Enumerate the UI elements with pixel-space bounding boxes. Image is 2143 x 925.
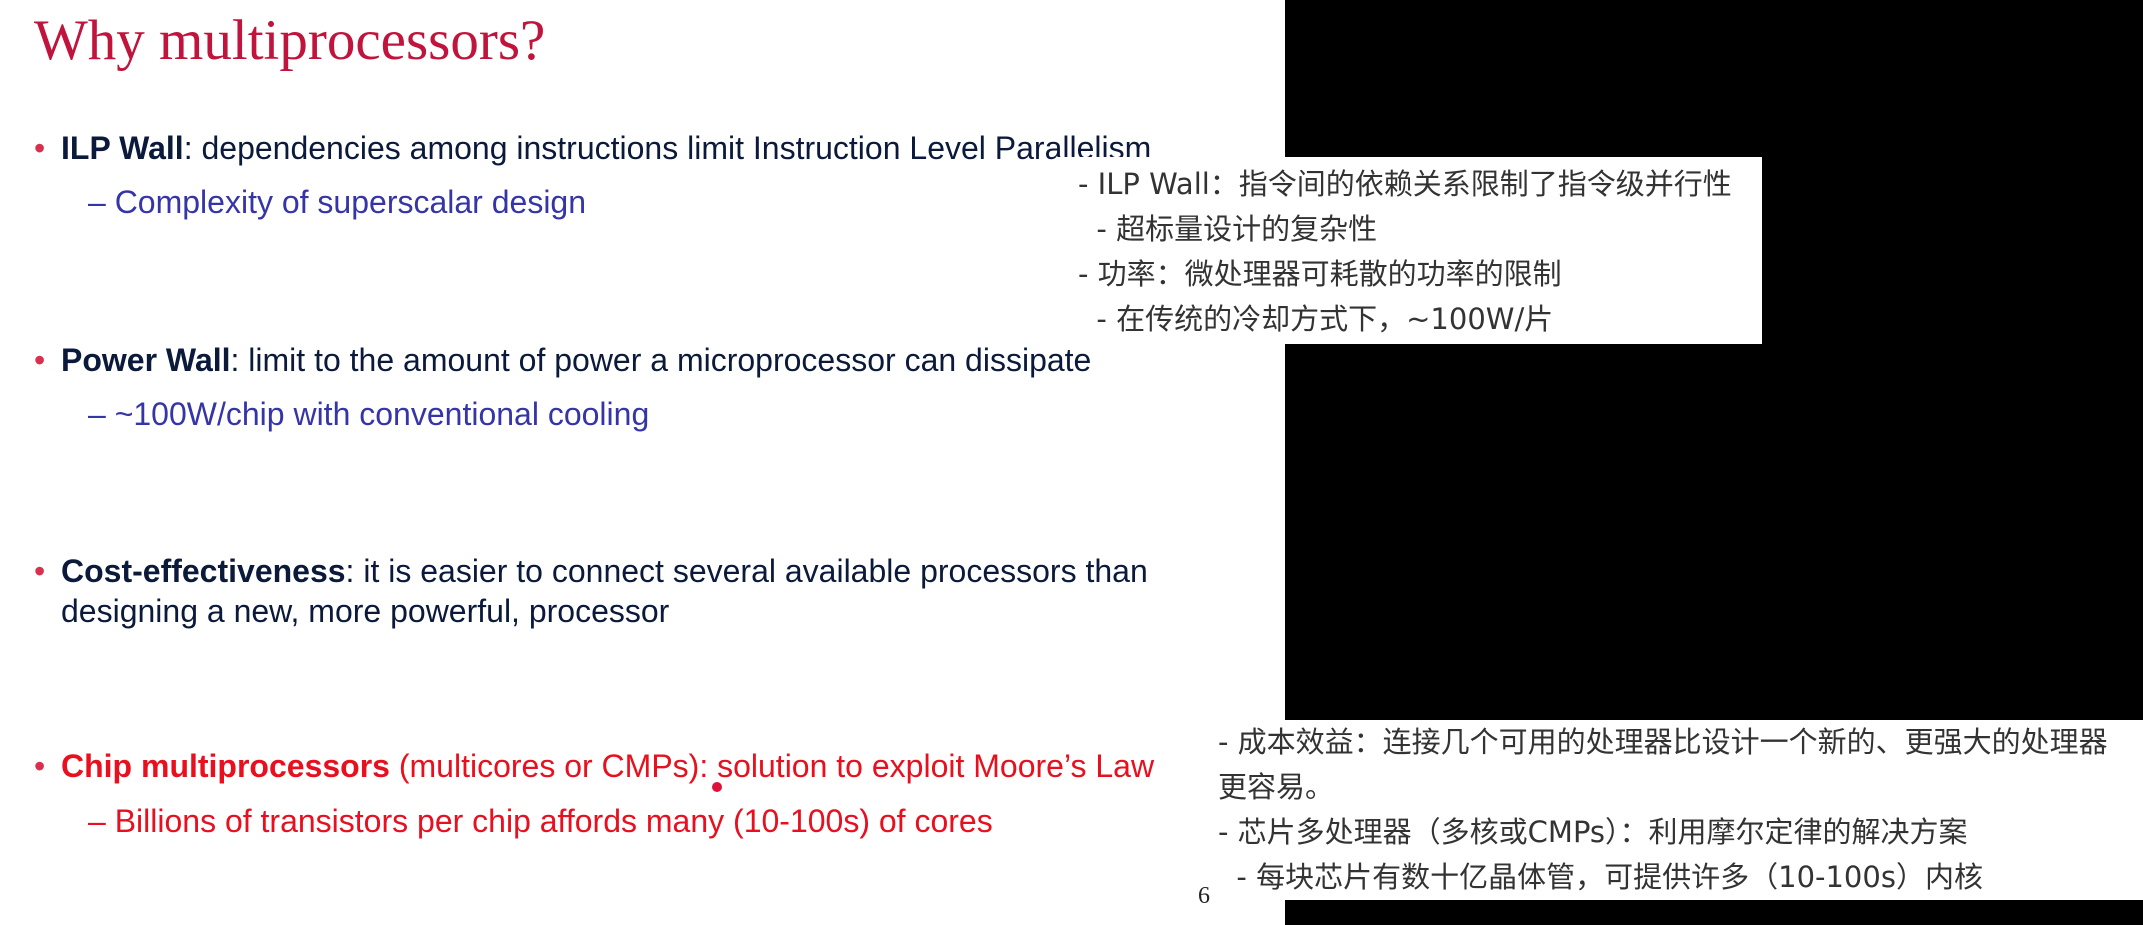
page-number: 6 bbox=[1198, 883, 1210, 909]
bullet-bold: Chip multiprocessors bbox=[61, 748, 390, 784]
bullet-dot: • bbox=[34, 553, 46, 589]
subtitle-box-1: - ILP Wall：指令间的依赖关系限制了指令级并行性 - 超标量设计的复杂性… bbox=[1056, 157, 1762, 344]
subtitle-box-2: - 成本效益：连接几个可用的处理器比设计一个新的、更强大的处理器更容易。 - 芯片… bbox=[1210, 720, 2143, 900]
bullet-cost-line2: designing a new, more powerful, processo… bbox=[61, 593, 670, 629]
laser-pointer-dot bbox=[712, 782, 722, 792]
subtitle-line: - 超标量设计的复杂性 bbox=[1078, 212, 1378, 246]
bullet-dot: • bbox=[34, 748, 46, 784]
bullet-text: : it is easier to connect several availa… bbox=[345, 553, 1148, 589]
slide-title: Why multiprocessors? bbox=[34, 9, 546, 72]
sub-bullet-transistors: – Billions of transistors per chip affor… bbox=[88, 803, 993, 839]
bullet-dot: • bbox=[34, 342, 46, 378]
subtitle-line: - 成本效益：连接几个可用的处理器比设计一个新的、更强大的处理器 bbox=[1218, 725, 2108, 759]
slide: Why multiprocessors? • ILP Wall: depende… bbox=[34, 9, 1210, 909]
bullet-bold: Power Wall bbox=[61, 342, 231, 378]
subtitle-line: - 每块芯片有数十亿晶体管，可提供许多（10-100s）内核 bbox=[1218, 860, 1983, 894]
sub-bullet-cooling: – ~100W/chip with conventional cooling bbox=[88, 396, 650, 432]
bullet-dot: • bbox=[34, 130, 46, 166]
bullet-bold: ILP Wall bbox=[61, 130, 184, 166]
bullet-text: : dependencies among instructions limit … bbox=[183, 130, 1152, 166]
subtitle-line: - 功率：微处理器可耗散的功率的限制 bbox=[1078, 257, 1562, 291]
subtitle-line: - 在传统的冷却方式下，~100W/片 bbox=[1078, 302, 1554, 336]
bullet-text: : limit to the amount of power a micropr… bbox=[230, 342, 1092, 378]
sub-bullet-superscalar: – Complexity of superscalar design bbox=[88, 184, 587, 220]
subtitle-line: 更容易。 bbox=[1218, 770, 1335, 804]
bullet-text: (multicores or CMPs): solution to exploi… bbox=[389, 748, 1155, 784]
subtitle-line: - 芯片多处理器（多核或CMPs）：利用摩尔定律的解决方案 bbox=[1218, 815, 1968, 849]
bullet-bold: Cost-effectiveness bbox=[61, 553, 346, 589]
subtitle-line: - ILP Wall：指令间的依赖关系限制了指令级并行性 bbox=[1078, 167, 1732, 201]
